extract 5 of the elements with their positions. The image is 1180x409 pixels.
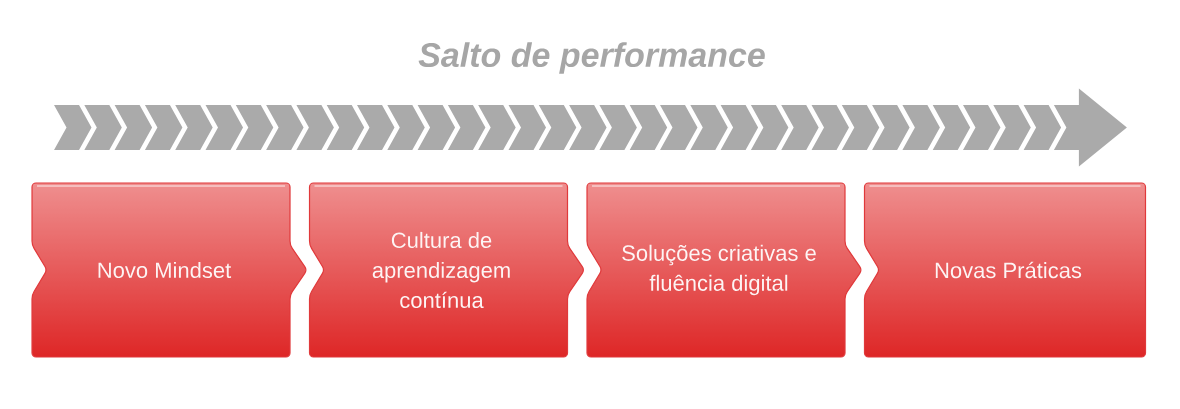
process-box: Novas Práticas [863, 182, 1147, 358]
process-box: Cultura de aprendizagem contínua [308, 182, 584, 358]
title: Salto de performance [418, 42, 765, 74]
process-box: Soluções criativas e fluência digital [586, 182, 862, 358]
process-box: Novo Mindset [31, 182, 307, 358]
